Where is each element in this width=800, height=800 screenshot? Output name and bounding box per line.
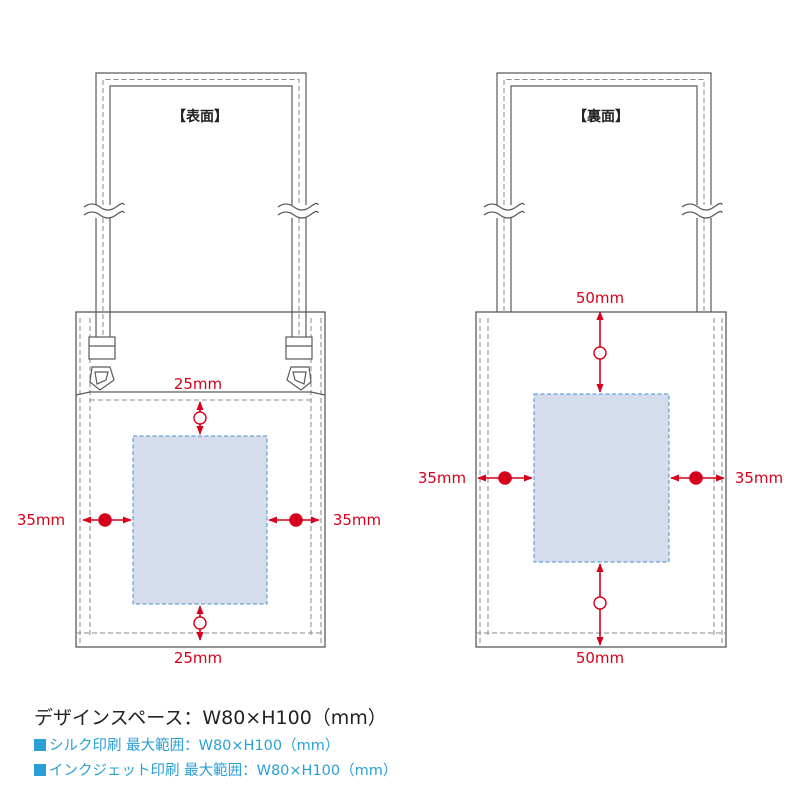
front-dim-left	[82, 513, 132, 527]
front-panel: 【表面】 25mm 25mm 35mm 35mm	[17, 72, 381, 667]
back-heading: 【裏面】	[573, 108, 629, 125]
silk-print-text: シルク印刷 最大範囲：W80×H100（mm）	[49, 738, 340, 754]
front-bag-body	[75, 311, 326, 648]
back-dim-left	[477, 471, 533, 485]
back-dim-bottom	[593, 563, 607, 646]
back-dim-left-label: 35mm	[418, 469, 466, 487]
design-space-note: デザインスペース：W80×H100（mm）	[34, 703, 387, 730]
design-space-text: デザインスペース：W80×H100（mm）	[34, 707, 387, 729]
wave-break-icon	[483, 202, 723, 219]
front-dim-bottom	[193, 605, 207, 641]
back-dim-bottom-label: 50mm	[576, 649, 624, 667]
inkjet-print-text: インクジェット印刷 最大範囲：W80×H100（mm）	[49, 763, 398, 779]
back-dim-right	[670, 471, 725, 485]
back-dim-top-label: 50mm	[576, 289, 624, 307]
front-dim-bottom-label: 25mm	[174, 649, 222, 667]
front-buckle-left	[88, 336, 116, 391]
square-bullet-icon	[34, 739, 46, 751]
back-print-area	[533, 393, 670, 563]
inkjet-print-note: インクジェット印刷 最大範囲：W80×H100（mm）	[34, 759, 397, 780]
front-heading: 【表面】	[172, 108, 228, 125]
back-dim-right-label: 35mm	[735, 469, 783, 487]
back-dim-top	[593, 311, 607, 393]
front-dim-right-label: 35mm	[333, 511, 381, 529]
front-dim-left-label: 35mm	[17, 511, 65, 529]
front-buckle-right	[285, 336, 313, 391]
wave-break-icon	[83, 202, 319, 219]
front-flap-line	[75, 391, 326, 401]
square-bullet-icon	[34, 764, 46, 776]
front-dim-top	[193, 401, 207, 435]
front-dim-right	[268, 513, 320, 527]
front-dim-top-label: 25mm	[174, 375, 222, 393]
front-strap	[95, 72, 307, 338]
front-print-area	[132, 435, 268, 605]
back-panel: 【裏面】 50mm 50mm 35mm 35mm	[418, 72, 783, 667]
silk-print-note: シルク印刷 最大範囲：W80×H100（mm）	[34, 734, 339, 755]
back-strap	[496, 72, 712, 312]
